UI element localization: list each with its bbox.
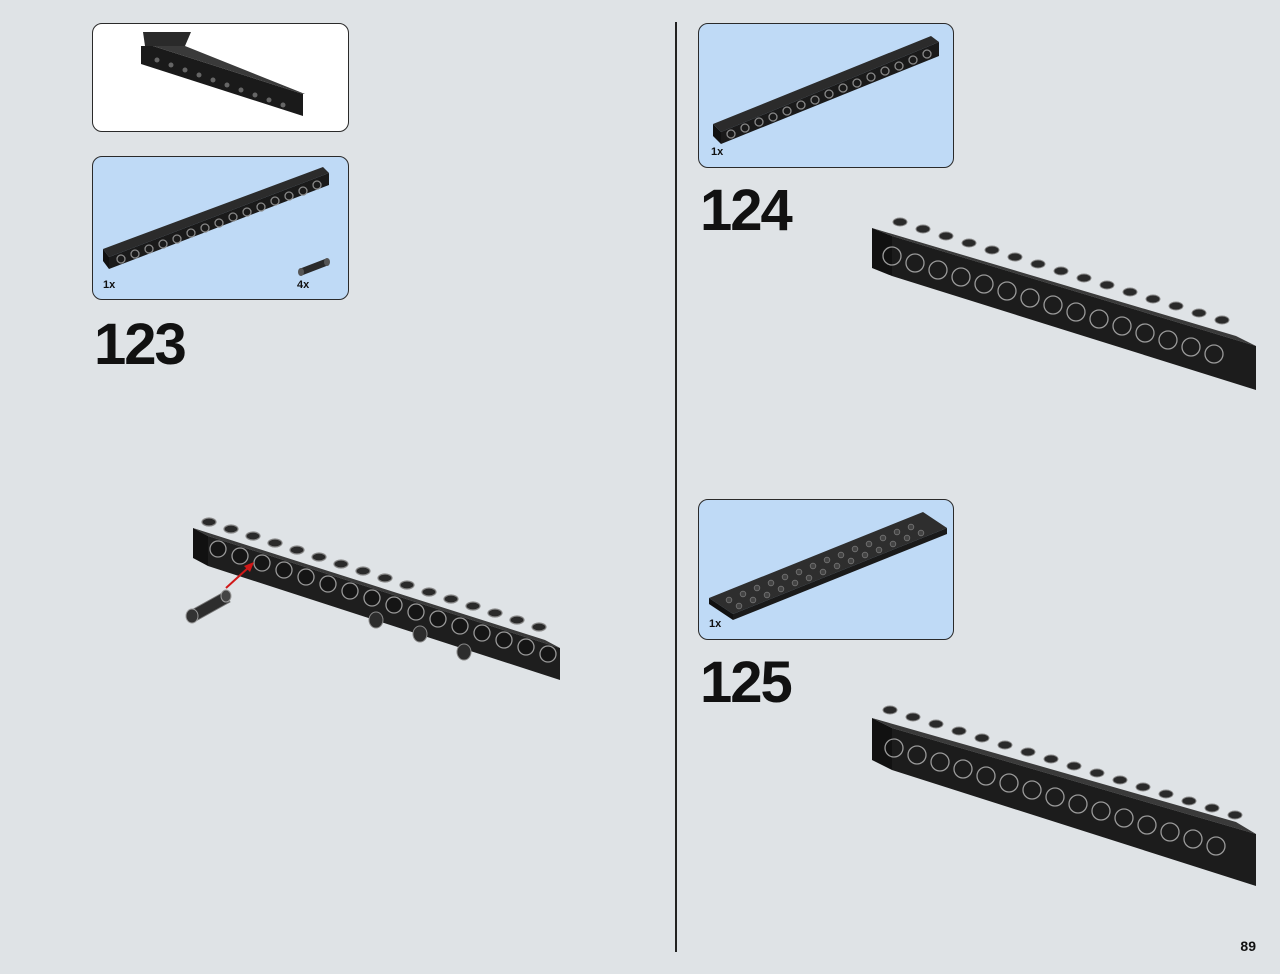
parts-panel-step-124: 1x: [698, 23, 954, 168]
technic-beam-1x16-icon: [713, 36, 939, 144]
parts-panel-step-125: 1x: [698, 499, 954, 640]
technic-beam-1x16-icon: [103, 167, 329, 269]
technic-beam-1x16: [193, 517, 560, 680]
step-number: 123: [94, 312, 187, 377]
step-number: 124: [700, 178, 793, 243]
part-qty: 1x: [103, 279, 116, 291]
inserted-pins: [368, 611, 472, 661]
part-qty: 1x: [711, 146, 724, 158]
column-divider: [675, 22, 677, 952]
page-number: 89: [1240, 938, 1256, 954]
technic-pin-icon: [298, 258, 330, 276]
part-qty: 1x: [709, 618, 722, 630]
part-qty: 4x: [297, 279, 310, 291]
red-arrow: [225, 562, 254, 589]
parts-panel-step-123: 1x 4x: [92, 156, 349, 300]
step-number: 125: [700, 650, 793, 715]
plate-2x16-icon: [709, 512, 947, 620]
technic-pin: [185, 589, 232, 624]
subassembly-panel: [92, 23, 349, 132]
black-beam-subassembly-icon: [141, 32, 305, 116]
